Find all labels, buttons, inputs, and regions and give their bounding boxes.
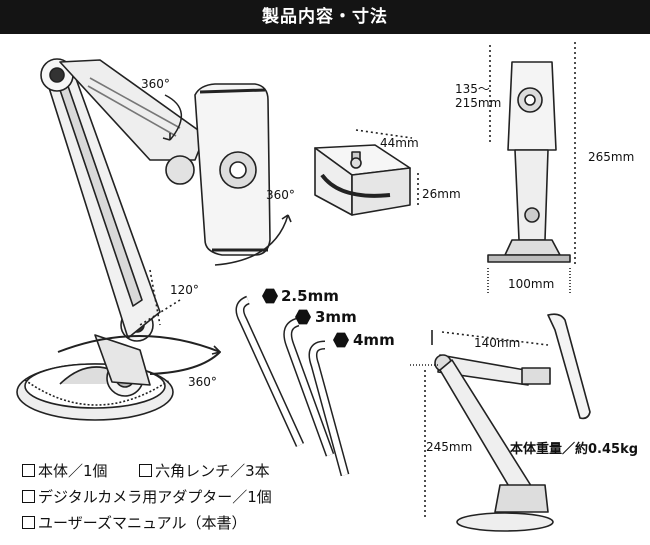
elbow-rotation-label: 120° bbox=[170, 283, 199, 297]
checkbox-icon bbox=[22, 516, 35, 529]
product-line-drawing bbox=[16, 42, 591, 532]
grip-range-label-line1: 135～ bbox=[455, 82, 490, 96]
contents-row: 本体／1個 六角レンチ／3本 bbox=[22, 462, 270, 480]
contents-row: ユーザーズマニュアル（本書） bbox=[22, 514, 247, 532]
clamp-width-label: 44mm bbox=[380, 136, 419, 150]
contents-item: 六角レンチ／3本 bbox=[155, 462, 270, 480]
checkbox-icon bbox=[139, 464, 153, 477]
checkbox-icon bbox=[22, 490, 35, 503]
base-depth-label: 100mm bbox=[508, 277, 555, 291]
header-bar: 製品内容・寸法 bbox=[0, 0, 650, 34]
wrench-size-label: 3mm bbox=[315, 308, 357, 326]
holder-rotation-label: 360° bbox=[266, 188, 295, 202]
grip-range-label-line2: 215mm bbox=[455, 96, 502, 110]
wrench-size-label: 4mm bbox=[353, 331, 395, 349]
arm-length-label: 140mm bbox=[474, 336, 521, 350]
contents-row: デジタルカメラ用アダプター／1個 bbox=[22, 488, 272, 506]
base-rotation-label: 360° bbox=[188, 375, 217, 389]
page-title: 製品内容・寸法 bbox=[262, 7, 388, 27]
contents-item: 本体／1個 bbox=[38, 462, 108, 480]
hex-icon bbox=[333, 332, 349, 348]
hex-icon bbox=[295, 309, 311, 325]
checkbox-icon bbox=[22, 464, 35, 477]
wrench-size-label: 2.5mm bbox=[281, 287, 339, 305]
contents-item: ユーザーズマニュアル（本書） bbox=[38, 514, 247, 532]
clamp-height-label: 26mm bbox=[422, 187, 461, 201]
arm-height-label: 245mm bbox=[426, 440, 473, 454]
contents-item: デジタルカメラ用アダプター／1個 bbox=[38, 488, 272, 506]
weight-label: 本体重量／約0.45kg bbox=[510, 442, 639, 457]
hex-icon bbox=[262, 288, 278, 304]
total-height-label: 265mm bbox=[588, 150, 635, 164]
arm-rotation-label: 360° bbox=[141, 77, 170, 91]
